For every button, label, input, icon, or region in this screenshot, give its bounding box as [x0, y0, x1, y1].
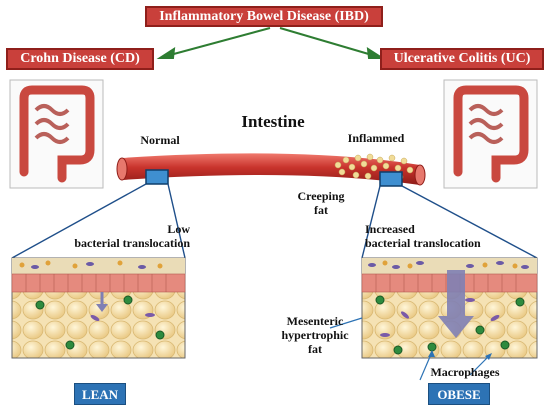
intestine-label: Intestine	[241, 112, 305, 131]
left-colon-illustration	[9, 79, 104, 189]
ulcerative-colitis-box: Ulcerative Colitis (UC)	[380, 48, 544, 70]
right-colon-illustration	[443, 79, 538, 189]
title-arrows	[156, 27, 386, 59]
crohn-disease-box: Crohn Disease (CD)	[6, 48, 154, 70]
intestine-tube	[116, 153, 426, 187]
lean-panel-caption: Low bacterial translocation	[74, 222, 190, 250]
macrophages-label: Macrophages	[430, 365, 500, 379]
mesenteric-fat-label: Mesenteric hypertrophic fat	[281, 314, 349, 356]
normal-label: Normal	[140, 133, 180, 147]
lean-tag: LEAN	[74, 383, 126, 405]
obese-panel-caption: Increased bacterial translocation	[365, 222, 481, 250]
lean-tissue-panel	[11, 257, 186, 359]
inflamed-label: Inflammed	[347, 131, 405, 145]
zoom-lines	[11, 183, 538, 259]
ibd-title-box: Inflammatory Bowel Disease (IBD)	[145, 6, 383, 27]
creeping-fat-label: Creeping fat	[297, 189, 345, 217]
obese-tissue-panel	[329, 257, 538, 381]
obese-tag: OBESE	[428, 383, 490, 405]
